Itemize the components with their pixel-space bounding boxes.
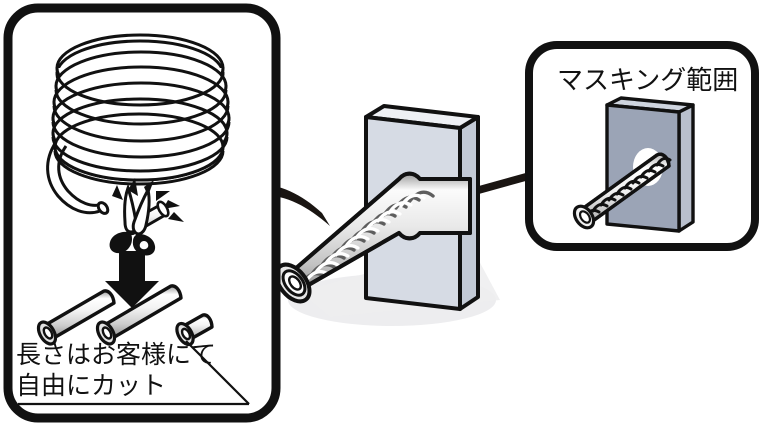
center-tube-open-end (274, 262, 312, 304)
cut-tube-pieces (36, 284, 214, 347)
cut-to-length-panel[interactable]: 長さはお客様にて 自由にカット (3, 3, 281, 423)
masking-range-panel[interactable]: マスキング範囲 (525, 41, 759, 251)
spiral-rod (572, 152, 672, 230)
center-tube-coil-highlights (304, 193, 426, 283)
scissors-icon (123, 183, 151, 236)
down-arrow (105, 251, 159, 308)
cut-tube-piece-short (175, 313, 214, 347)
center-coil-tube (274, 171, 472, 304)
cut-tube-piece-long-a (36, 289, 116, 346)
right-caption: マスキング範囲 (557, 66, 738, 96)
scissors-cutting-tube (109, 178, 184, 256)
left-caption-line-1: 長さはお客様にて (16, 340, 216, 369)
assembly-illustration (274, 104, 500, 326)
masking-plate-side (677, 103, 695, 233)
cut-tube-piece-long-b (95, 284, 183, 346)
scissors-handles (109, 231, 156, 256)
leader-line-short-piece (18, 340, 250, 406)
coiled-tube-roll (46, 33, 231, 215)
left-caption-line-2: 自由にカット (16, 371, 166, 400)
